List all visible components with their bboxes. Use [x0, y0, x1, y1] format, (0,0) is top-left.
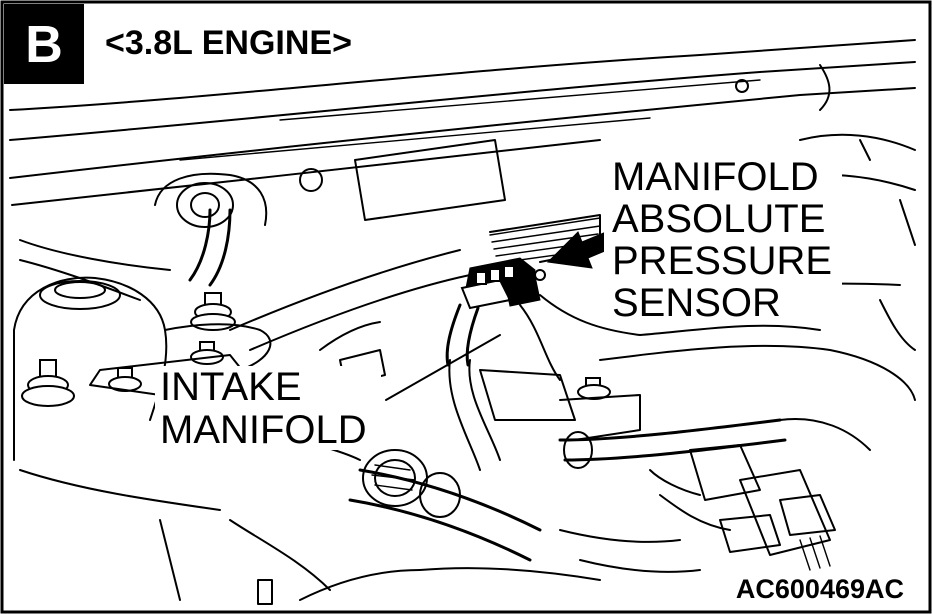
intake-manifold-leader: [385, 334, 501, 401]
intake-callout-line-2: MANIFOLD: [160, 408, 367, 452]
map-callout-bg: [604, 152, 842, 322]
figure-code: AC600469AC: [736, 574, 904, 604]
intake-callout-bg: [155, 366, 381, 450]
heading-bg: [100, 18, 400, 58]
engine-illustration: [9, 39, 916, 605]
map-callout-line-3: PRESSURE: [612, 239, 832, 283]
engine-heading: <3.8L ENGINE>: [105, 24, 352, 62]
map-callout-line-4: SENSOR: [612, 281, 781, 325]
map-callout-line-1: MANIFOLD: [612, 155, 819, 199]
section-badge-letter: B: [25, 16, 63, 74]
intake-callout-line-1: INTAKE: [160, 365, 302, 409]
section-badge: [4, 4, 84, 84]
code-bg: [716, 572, 912, 604]
map-callout-line-2: ABSOLUTE: [612, 197, 825, 241]
